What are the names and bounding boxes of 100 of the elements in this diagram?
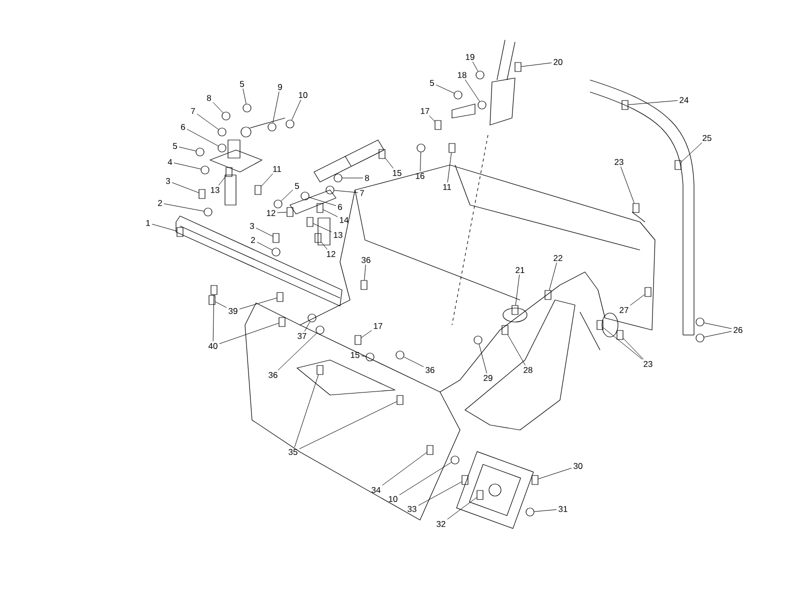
callout-number: 36 — [362, 257, 370, 263]
part-drawing — [544, 290, 552, 300]
leader-line — [361, 356, 366, 357]
leader-line — [420, 152, 422, 172]
callout-number: 31 — [558, 506, 568, 512]
part-drawing — [272, 248, 280, 256]
leader-line — [261, 173, 274, 187]
callout-number: 15 — [350, 352, 360, 358]
part-drawing — [208, 295, 216, 305]
part-drawing — [478, 100, 486, 110]
leader-line — [447, 152, 452, 183]
leader-line — [152, 224, 177, 232]
leader-line — [280, 190, 294, 202]
part-drawing — [316, 203, 324, 213]
part-drawing — [222, 112, 230, 120]
callout-number: 6 — [338, 204, 342, 210]
leader-line — [256, 242, 272, 250]
part-drawing — [532, 475, 538, 485]
callout-number: 10 — [388, 496, 398, 502]
leader-line — [212, 294, 214, 342]
callout-number: 26 — [734, 327, 742, 333]
leader-line — [164, 204, 204, 212]
part-drawing — [218, 128, 226, 136]
part-drawing — [416, 144, 426, 152]
leader-line — [704, 331, 732, 338]
part-drawing — [210, 285, 218, 295]
leader-line — [382, 452, 427, 486]
part-drawing — [274, 200, 282, 208]
leader-line — [212, 102, 224, 114]
callout-number: 21 — [516, 267, 524, 273]
callout-number: 25 — [702, 135, 712, 141]
leader-line — [196, 114, 219, 130]
part-drawing — [616, 330, 624, 340]
leader-line — [292, 99, 302, 120]
leader-line — [172, 182, 199, 193]
callout-number: 10 — [298, 92, 308, 98]
part-drawing — [204, 208, 212, 216]
part-drawing — [306, 217, 314, 227]
part-drawing — [254, 185, 262, 195]
leader-line — [429, 115, 435, 122]
leader-line — [534, 509, 557, 512]
part-drawing — [526, 508, 534, 516]
leader-line — [549, 262, 557, 290]
part-drawing — [308, 314, 316, 322]
leader-line — [334, 190, 358, 193]
leader-line — [174, 162, 202, 170]
leader-line — [308, 197, 336, 206]
part-drawing — [326, 186, 334, 194]
part-drawing — [474, 336, 482, 344]
callout-number: 17 — [374, 323, 382, 329]
leader-line — [515, 274, 520, 306]
part-drawing — [462, 475, 468, 485]
leader-line — [294, 374, 319, 448]
part-drawing — [226, 167, 232, 177]
leader-line — [218, 176, 226, 186]
leader-line — [399, 462, 452, 496]
part-drawing — [218, 144, 226, 152]
callout-number: 19 — [466, 54, 474, 60]
leader-line — [239, 298, 277, 310]
leader-line — [681, 142, 702, 162]
callout-number: 5 — [430, 80, 434, 86]
callout-number: 1 — [146, 220, 150, 226]
callout-number: 36 — [268, 372, 278, 378]
leader-line — [272, 91, 280, 124]
part-drawing — [378, 149, 386, 159]
part-drawing — [334, 174, 342, 182]
callout-number: 2 — [158, 200, 162, 206]
part-drawing — [396, 395, 404, 405]
callout-number: 8 — [207, 95, 211, 101]
part-drawing — [300, 192, 310, 200]
callout-number: 11 — [273, 166, 281, 172]
leader-line — [361, 330, 372, 338]
part-drawing — [502, 325, 508, 335]
callout-number: 18 — [458, 72, 466, 78]
callout-number: 32 — [436, 521, 446, 527]
part-drawing — [450, 456, 460, 464]
callout-number: 39 — [228, 308, 238, 314]
part-drawing — [512, 305, 518, 315]
part-drawing — [196, 148, 204, 156]
leader-line — [508, 334, 526, 366]
callout-number: 15 — [392, 170, 402, 176]
callout-number: 5 — [173, 143, 178, 149]
leader-line — [628, 100, 678, 105]
leader-line — [603, 327, 642, 360]
callout-number: 2 — [251, 237, 255, 243]
part-drawing — [176, 227, 184, 237]
callout-number: 6 — [181, 124, 185, 130]
leader-line — [178, 146, 196, 152]
part-drawing — [632, 203, 640, 213]
leader-line — [219, 322, 279, 344]
callout-number: 13 — [210, 187, 220, 193]
callout-number: 3 — [250, 223, 254, 229]
part-drawing — [596, 320, 604, 330]
callout-number: 11 — [443, 184, 451, 190]
leader-line — [304, 322, 310, 332]
leader-line — [321, 242, 328, 250]
part-drawing — [366, 352, 374, 362]
leader-line — [313, 223, 332, 232]
part-drawing — [514, 62, 522, 72]
callout-number: 35 — [288, 449, 298, 455]
